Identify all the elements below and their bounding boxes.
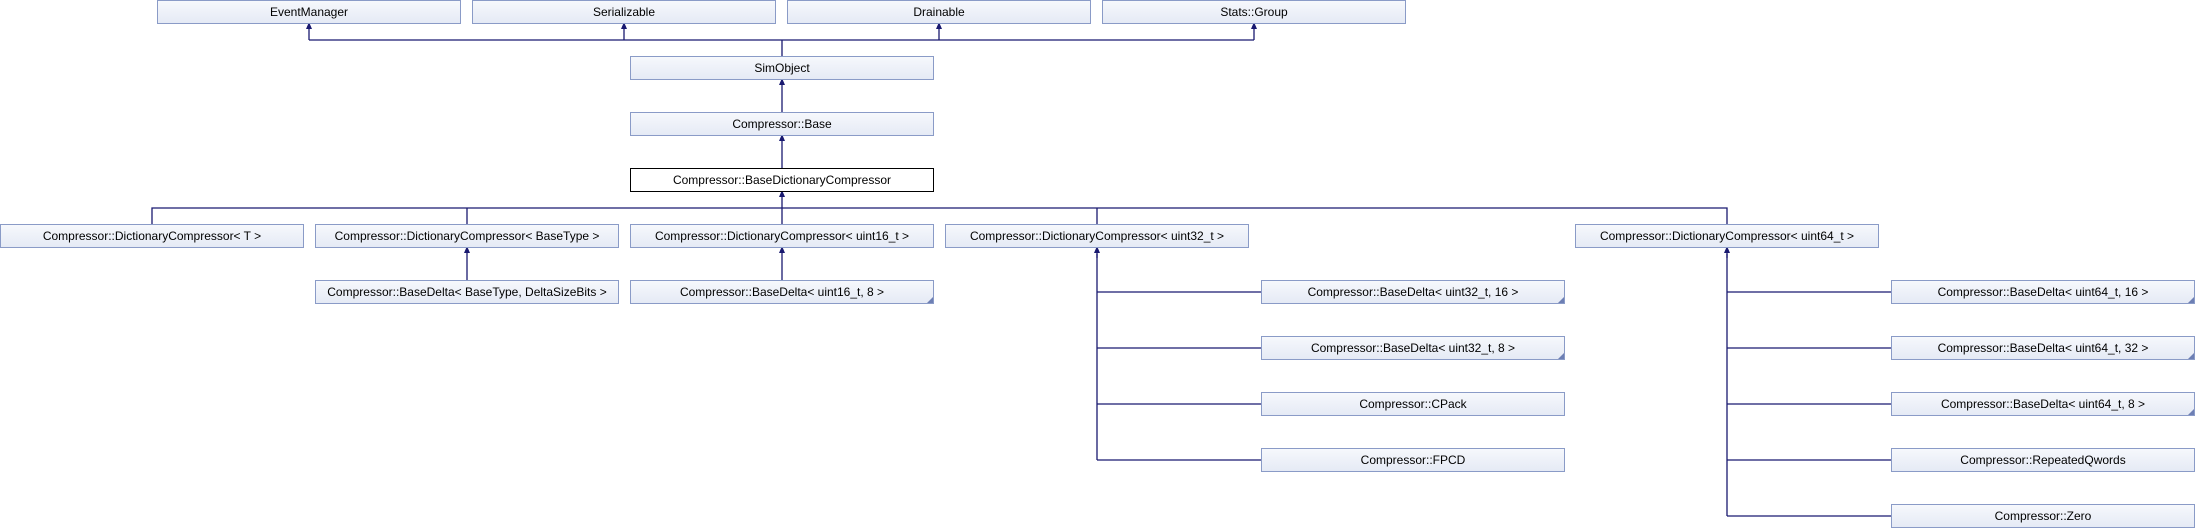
node-serializable[interactable]: Serializable	[472, 0, 776, 24]
node-basedelta-uint32-16[interactable]: Compressor::BaseDelta< uint32_t, 16 >	[1261, 280, 1565, 304]
node-dictionary-compressor-t[interactable]: Compressor::DictionaryCompressor< T >	[0, 224, 304, 248]
node-dictionary-compressor-uint64[interactable]: Compressor::DictionaryCompressor< uint64…	[1575, 224, 1879, 248]
node-basedelta-uint32-8[interactable]: Compressor::BaseDelta< uint32_t, 8 >	[1261, 336, 1565, 360]
truncated-corner-icon	[2188, 409, 2194, 415]
edge-uint64-children	[1726, 254, 1891, 517]
truncated-corner-icon	[1558, 297, 1564, 303]
node-dictionary-compressor-uint32[interactable]: Compressor::DictionaryCompressor< uint32…	[945, 224, 1249, 248]
node-cpack[interactable]: Compressor::CPack	[1261, 392, 1565, 416]
node-label: Compressor::BaseDelta< uint16_t, 8 >	[679, 285, 885, 299]
node-zero[interactable]: Compressor::Zero	[1891, 504, 2195, 528]
node-basedelta-uint64-8[interactable]: Compressor::BaseDelta< uint64_t, 8 >	[1891, 392, 2195, 416]
node-dictionary-compressor-uint16[interactable]: Compressor::DictionaryCompressor< uint16…	[630, 224, 934, 248]
node-fpcd[interactable]: Compressor::FPCD	[1261, 448, 1565, 472]
node-label: Compressor::BaseDelta< uint32_t, 16 >	[1307, 285, 1519, 299]
node-label: Compressor::BaseDelta< uint64_t, 8 >	[1940, 397, 2146, 411]
node-basedelta-basetype[interactable]: Compressor::BaseDelta< BaseType, DeltaSi…	[315, 280, 619, 304]
node-stats-group[interactable]: Stats::Group	[1102, 0, 1406, 24]
node-base-dictionary-compressor: Compressor::BaseDictionaryCompressor	[630, 168, 934, 192]
truncated-corner-icon	[2188, 353, 2194, 359]
truncated-corner-icon	[1558, 353, 1564, 359]
node-compressor-base[interactable]: Compressor::Base	[630, 112, 934, 136]
node-basedelta-uint64-32[interactable]: Compressor::BaseDelta< uint64_t, 32 >	[1891, 336, 2195, 360]
edge-dicts-to-bdc	[151, 207, 1728, 224]
node-drainable[interactable]: Drainable	[787, 0, 1091, 24]
node-basedelta-uint16-8[interactable]: Compressor::BaseDelta< uint16_t, 8 >	[630, 280, 934, 304]
truncated-corner-icon	[927, 297, 933, 303]
node-repeated-qwords[interactable]: Compressor::RepeatedQwords	[1891, 448, 2195, 472]
edge-simobject-to-bases	[309, 39, 1254, 56]
truncated-corner-icon	[2188, 297, 2194, 303]
node-sim-object[interactable]: SimObject	[630, 56, 934, 80]
node-event-manager[interactable]: EventManager	[157, 0, 461, 24]
edge-uint32-children	[1096, 254, 1261, 461]
node-dictionary-compressor-basetype[interactable]: Compressor::DictionaryCompressor< BaseTy…	[315, 224, 619, 248]
node-label: Compressor::BaseDelta< uint64_t, 32 >	[1937, 341, 2149, 355]
node-label: Compressor::BaseDelta< uint64_t, 16 >	[1937, 285, 2149, 299]
node-label: Compressor::BaseDelta< uint32_t, 8 >	[1310, 341, 1516, 355]
node-basedelta-uint64-16[interactable]: Compressor::BaseDelta< uint64_t, 16 >	[1891, 280, 2195, 304]
